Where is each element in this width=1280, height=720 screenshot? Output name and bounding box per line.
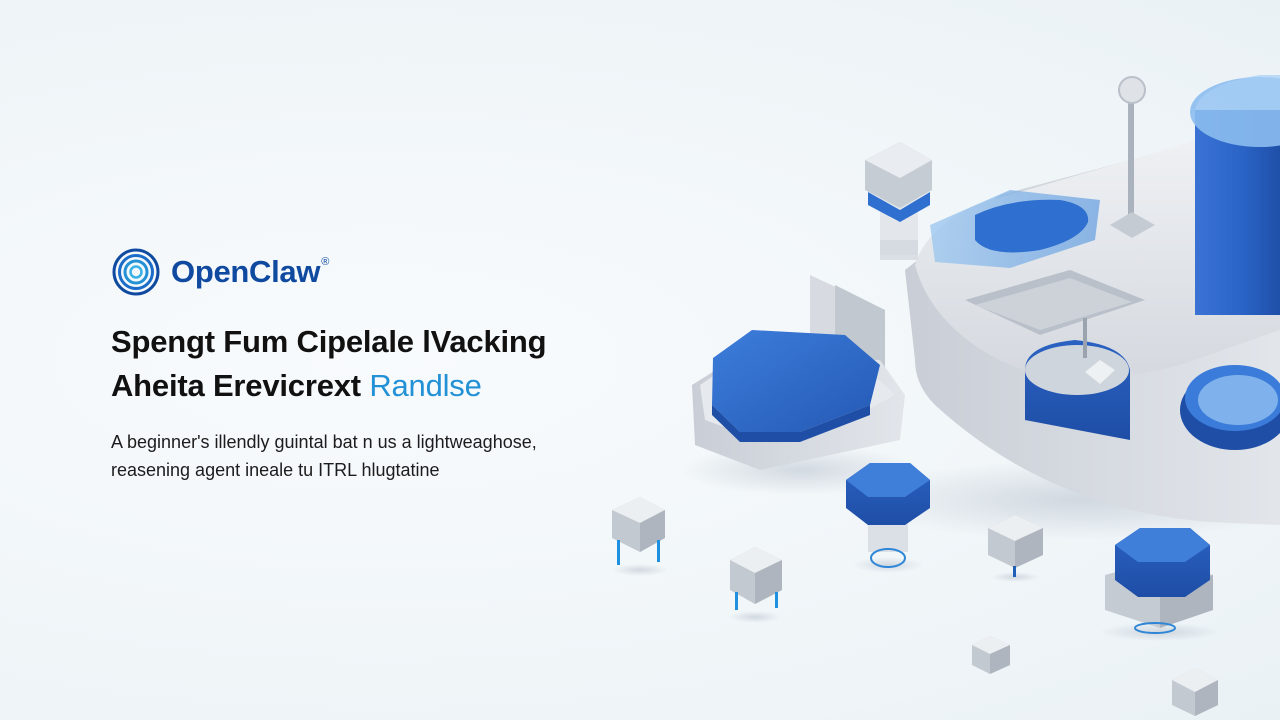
subtext: A beginner's illendly guintal bat n us a…: [111, 428, 591, 484]
headline: Spengt Fum Cipelale lVacking Aheita Erev…: [111, 320, 631, 408]
small-cube-4: [972, 636, 1010, 674]
headline-line-2-main: Aheita Erevicrext: [111, 368, 370, 403]
small-cube-2: [729, 547, 782, 623]
concentric-circle-logo-icon: [112, 248, 160, 296]
text-block: OpenClaw® Spengt Fum Cipelale lVacking A…: [111, 246, 631, 484]
brand: OpenClaw®: [111, 246, 631, 298]
small-cube-1: [612, 497, 668, 576]
blue-octagon-block: [680, 275, 920, 495]
headline-line-1: Spengt Fum Cipelale lVacking: [111, 324, 547, 359]
brand-name: OpenClaw: [171, 254, 321, 289]
subtext-line-1: A beginner's illendly guintal bat n us a…: [111, 432, 537, 452]
blue-top-block: [1100, 528, 1220, 641]
headline-accent: Randlse: [369, 368, 482, 403]
small-cube-3: [988, 515, 1043, 582]
registered-mark: ®: [321, 256, 330, 268]
tall-blue-cylinder: [1190, 75, 1280, 315]
blue-dish: [1180, 365, 1280, 450]
small-cube-5: [1172, 668, 1218, 716]
antenna-pin: [1110, 76, 1155, 238]
subtext-line-2: reasening agent ineale tu ITRL hlugtatin…: [111, 460, 440, 480]
blue-pod: [1025, 318, 1130, 440]
blue-square-button: [846, 463, 930, 573]
hex-cap-piece: [865, 142, 932, 260]
headline-line-2: Aheita Erevicrext Randlse: [111, 364, 631, 408]
